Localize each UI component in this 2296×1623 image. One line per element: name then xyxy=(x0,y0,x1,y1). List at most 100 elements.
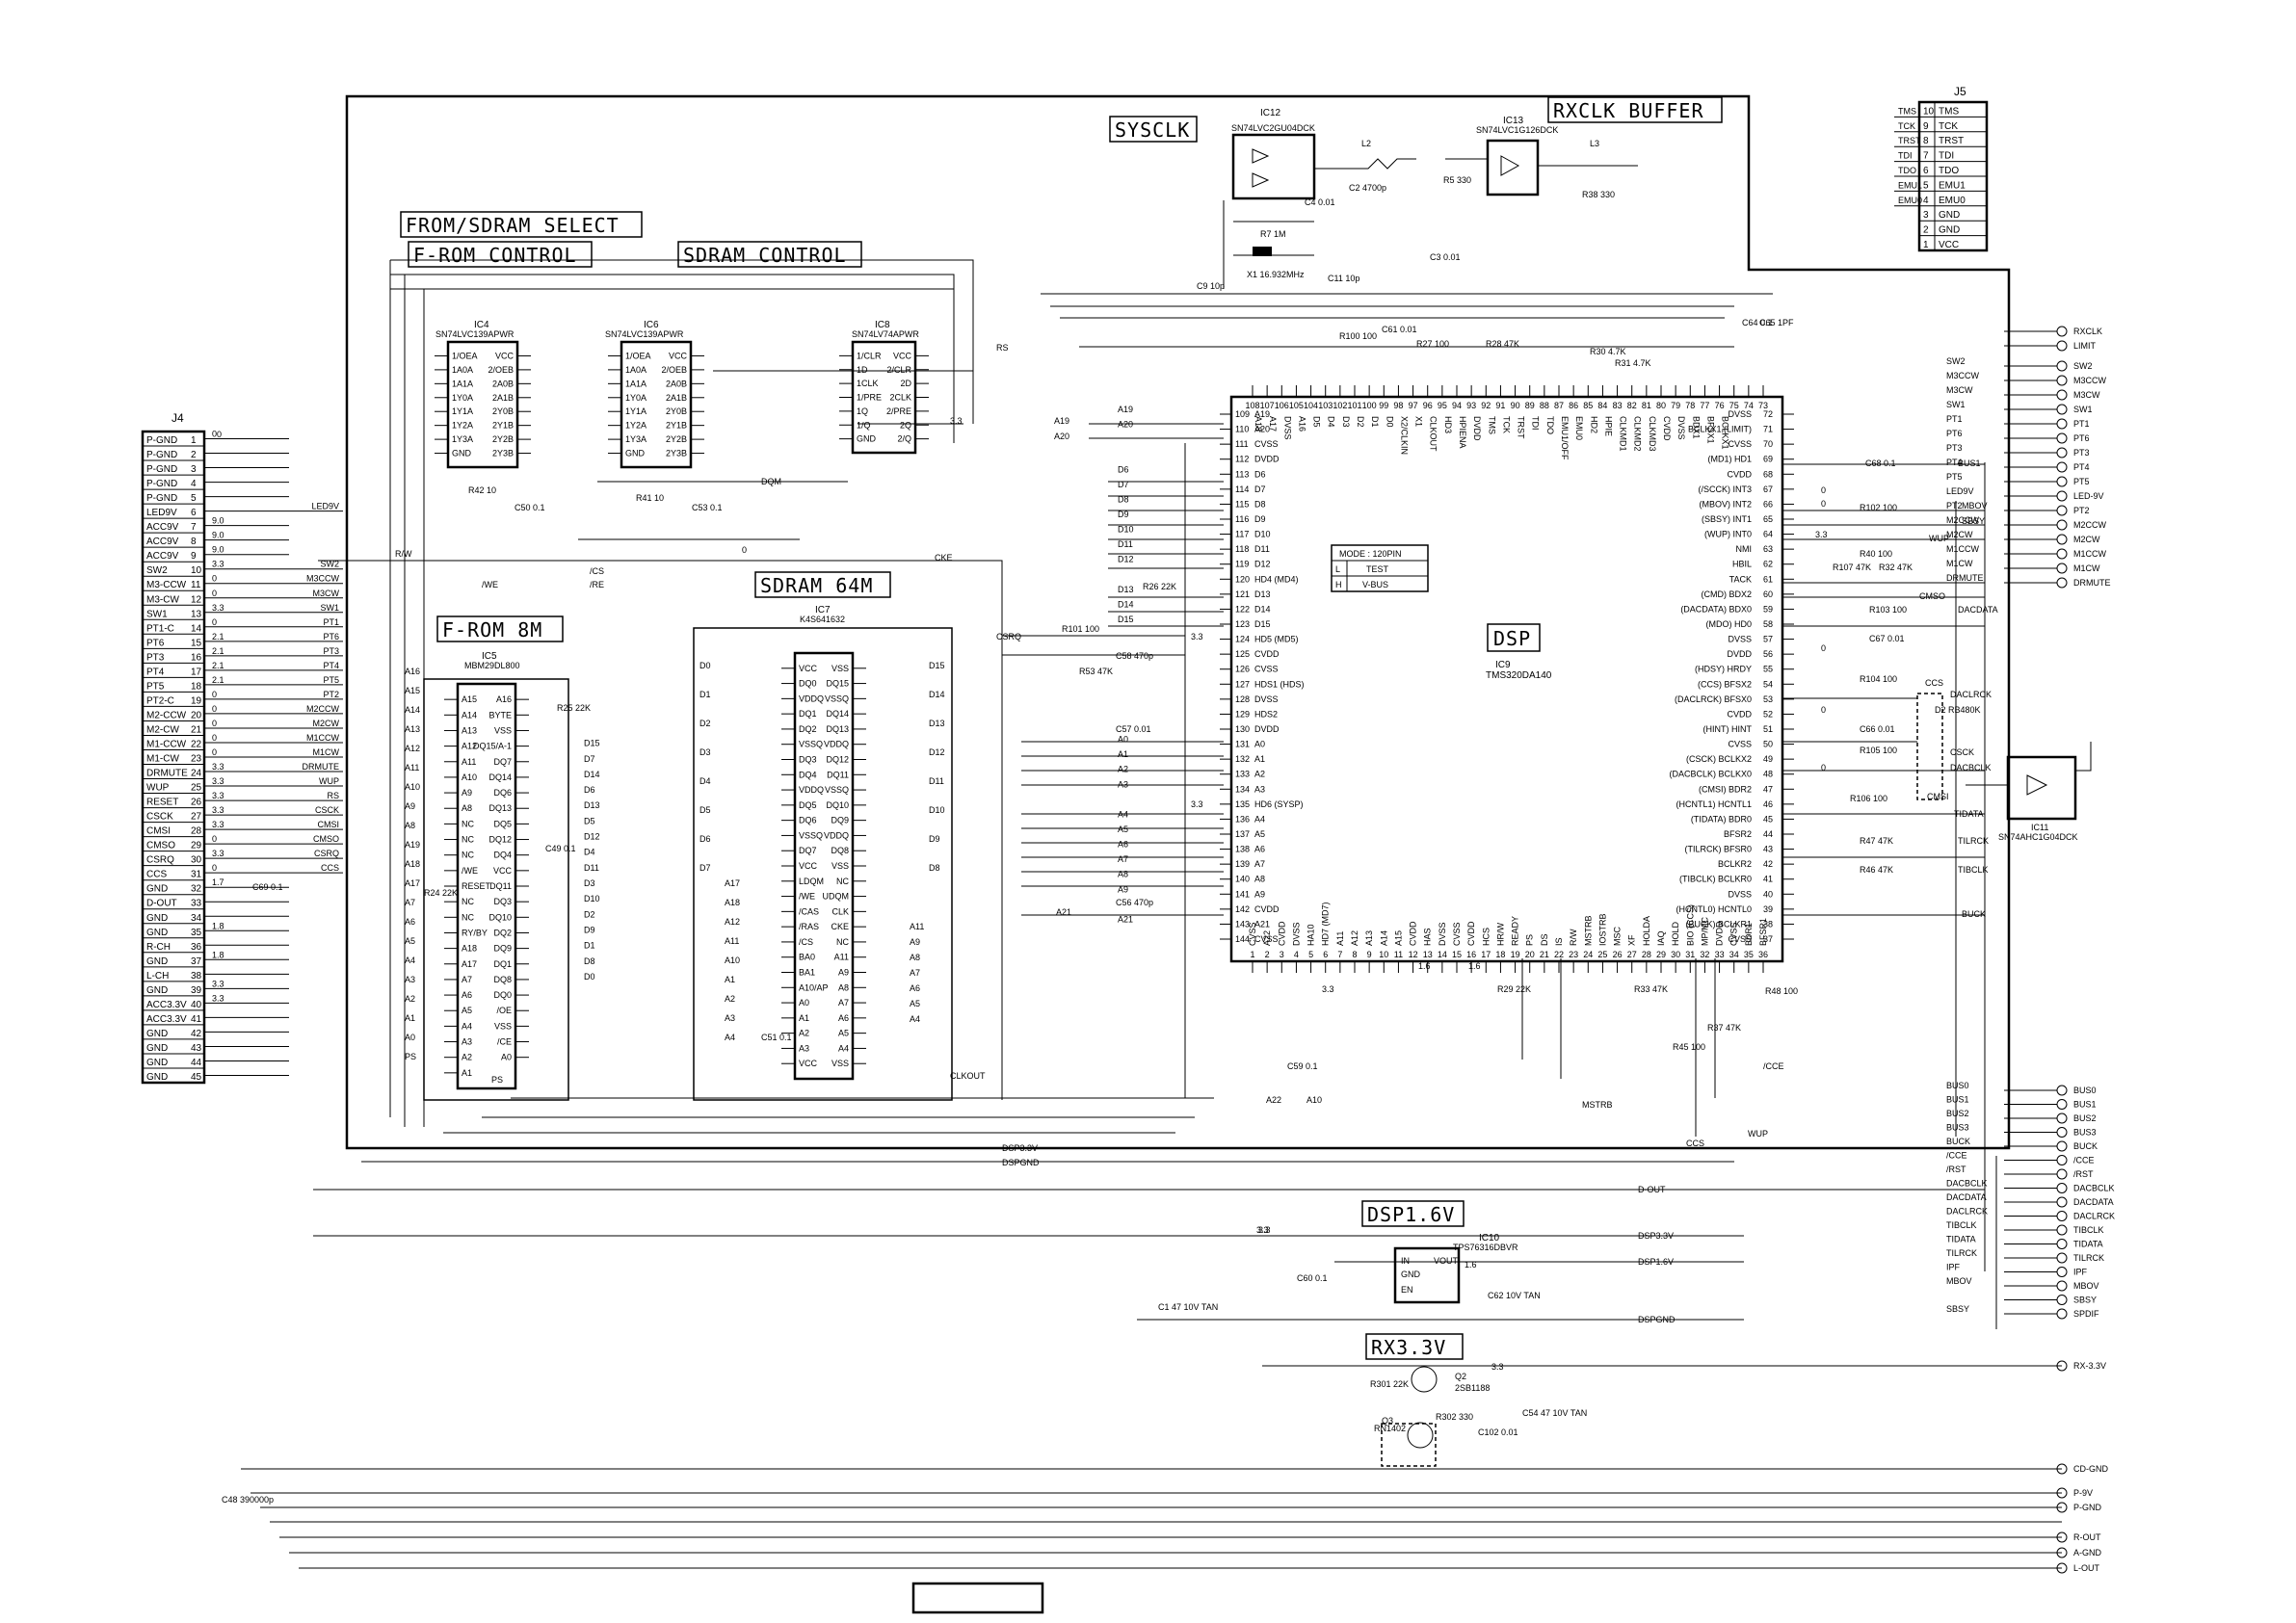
dsp-pin-name: A17 xyxy=(1268,416,1278,432)
j4-pin-number: 6 xyxy=(191,508,197,518)
rt-sw-label: PT5 xyxy=(2073,477,2090,486)
ic7-pin-name: VCC xyxy=(799,861,818,871)
rt-bus-terminal[interactable] xyxy=(2056,1113,2068,1124)
part-label: 0 xyxy=(742,545,747,555)
rt-sw-terminal[interactable] xyxy=(2056,461,2068,473)
rt-bus-terminal[interactable] xyxy=(2056,1127,2068,1138)
rt-sw-terminal[interactable] xyxy=(2056,389,2068,401)
ic4-pin-name: 2Y1B xyxy=(492,421,514,431)
rt-bus-terminal[interactable] xyxy=(2056,1168,2068,1180)
rt-sw-terminal[interactable] xyxy=(2056,418,2068,430)
rt-bus-terminal[interactable] xyxy=(2056,1183,2068,1193)
rt-bus-terminal[interactable] xyxy=(2056,1085,2068,1096)
j4-signal: PT4 xyxy=(323,661,339,670)
ic5-pin-name: A12 xyxy=(462,742,477,751)
j4-voltage: 0 xyxy=(212,719,217,728)
ic7-data-net: D5 xyxy=(699,805,711,815)
j5-pin-name: VCC xyxy=(1939,240,1959,250)
ic7-pin-name: DQ0 xyxy=(799,679,817,689)
ic7-pin-name: CLK xyxy=(831,906,849,916)
rt-bus-terminal[interactable] xyxy=(2056,1211,2068,1221)
j4-signal: CMSO xyxy=(313,834,339,844)
ic8-pin-name: 1CLK xyxy=(857,379,879,388)
j4-pin-number: 17 xyxy=(191,667,202,677)
dsp-pin-name: A21 xyxy=(1254,919,1270,929)
ic6-pin-name: 2/OEB xyxy=(661,365,687,375)
part-label: R46 47K xyxy=(1860,865,1893,875)
rt-sw-terminal[interactable] xyxy=(2056,519,2068,531)
ic7-data-net: D11 xyxy=(929,776,944,786)
rt-bus-terminal[interactable] xyxy=(2056,1196,2068,1208)
j4-voltage: 1.7 xyxy=(212,877,224,887)
rt-top-terminal[interactable] xyxy=(2056,326,2068,337)
rt-bus-terminal[interactable] xyxy=(2056,1308,2068,1320)
rt-sw-terminal[interactable] xyxy=(2056,563,2068,574)
j4-pin-name: L-CH xyxy=(146,971,169,982)
rt-top-terminal[interactable] xyxy=(2056,340,2068,352)
ic5-pin-name: DQ13 xyxy=(488,803,512,813)
rt-sw-terminal[interactable] xyxy=(2056,534,2068,545)
rt-sw-terminal[interactable] xyxy=(2056,476,2068,487)
rt-sw-terminal[interactable] xyxy=(2056,577,2068,589)
dsp-pin-number: 51 xyxy=(1763,724,1773,734)
svg-text:C11 10p: C11 10p xyxy=(1328,274,1359,283)
rt-bus-terminal[interactable] xyxy=(2056,1239,2068,1249)
dsp-pin-number: 49 xyxy=(1763,754,1773,764)
rt-sw-terminal[interactable] xyxy=(2056,432,2068,444)
rt-bus-terminal[interactable] xyxy=(2056,1295,2068,1305)
rt-bus-terminal[interactable] xyxy=(2056,1252,2068,1264)
dsp-pin-name: (MD1) HD1 xyxy=(1707,455,1752,464)
dsp-pin-number: 107 xyxy=(1260,401,1275,410)
rt-bus-terminal[interactable] xyxy=(2056,1155,2068,1165)
j4-pin-name: PT6 xyxy=(146,638,165,648)
rt-sw-terminal[interactable] xyxy=(2056,375,2068,386)
dsp-pin-name: BCLKR2 xyxy=(1718,859,1752,869)
part-label: SBSY xyxy=(1962,516,1985,526)
j4-pin-name: PT5 xyxy=(146,681,165,692)
rt-sw-terminal[interactable] xyxy=(2056,505,2068,516)
rt-bus-terminal[interactable] xyxy=(2056,1140,2068,1152)
rt-sw-terminal[interactable] xyxy=(2056,360,2068,372)
ic5-pins: A15A14A13A12A11A10A9A8NCNCNC/WERESETNCNC… xyxy=(405,667,600,1078)
rt-bus-terminal[interactable] xyxy=(2056,1099,2068,1110)
dsp-pin-name: DVSS xyxy=(1282,416,1292,440)
part-label: R105 100 xyxy=(1860,746,1897,755)
dsp-pin-number: 43 xyxy=(1763,845,1773,854)
rt-sw-terminal[interactable] xyxy=(2056,490,2068,502)
j5-side-label: TMS xyxy=(1898,106,1916,116)
rt-sw-terminal[interactable] xyxy=(2056,447,2068,458)
rt-bus-terminal[interactable] xyxy=(2056,1280,2068,1292)
j4-pin-number: 35 xyxy=(191,928,202,938)
dsp-pin-number: 126 xyxy=(1235,665,1250,674)
ic12-ref: IC12 xyxy=(1260,108,1281,118)
ic5-pin-name: DQ12 xyxy=(488,835,512,845)
rt-bus-terminal[interactable] xyxy=(2056,1224,2068,1236)
rt-sw-terminal[interactable] xyxy=(2056,548,2068,560)
j4-pin-name: GND xyxy=(146,1072,168,1083)
rt-bus-terminal[interactable] xyxy=(2056,1267,2068,1277)
dsp-pin-name: A9 xyxy=(1254,889,1265,899)
part-label: 0 xyxy=(217,430,222,439)
dsp-pin-number: 48 xyxy=(1763,770,1773,779)
dsp-pin-name: IS xyxy=(1554,937,1564,946)
part-label: DACLRCK xyxy=(1950,690,1992,699)
dsp-pin-name: BFSX1 xyxy=(1705,416,1715,444)
j4-pin-name: M3-CW xyxy=(146,594,179,605)
j4-pin-number: 10 xyxy=(191,565,202,576)
dsp-pin-number: 25 xyxy=(1597,950,1607,959)
dsp-pin-number: 32 xyxy=(1700,950,1709,959)
ic7-pin-name: VCC xyxy=(799,664,818,673)
ic5-data-net: D5 xyxy=(584,816,595,825)
rt-sw-terminal[interactable] xyxy=(2056,404,2068,415)
rt-bus-net: TILRCK xyxy=(1946,1248,1977,1258)
j4-signal: CSRQ xyxy=(314,849,339,858)
rt-sw-label: SW2 xyxy=(2073,361,2093,371)
j4-voltage-labels: 09.09.09.03.3003.302.12.12.12.1000003.33… xyxy=(212,430,224,1004)
part-label: DACBCLK xyxy=(1950,763,1992,772)
part-label: 0 xyxy=(1821,643,1826,653)
dsp-pin-name: A22 xyxy=(1262,930,1272,946)
j4-ref: J4 xyxy=(172,411,184,425)
j4-pin-number: 19 xyxy=(191,695,202,706)
dsp-pin-name: CVDD xyxy=(1727,469,1752,479)
